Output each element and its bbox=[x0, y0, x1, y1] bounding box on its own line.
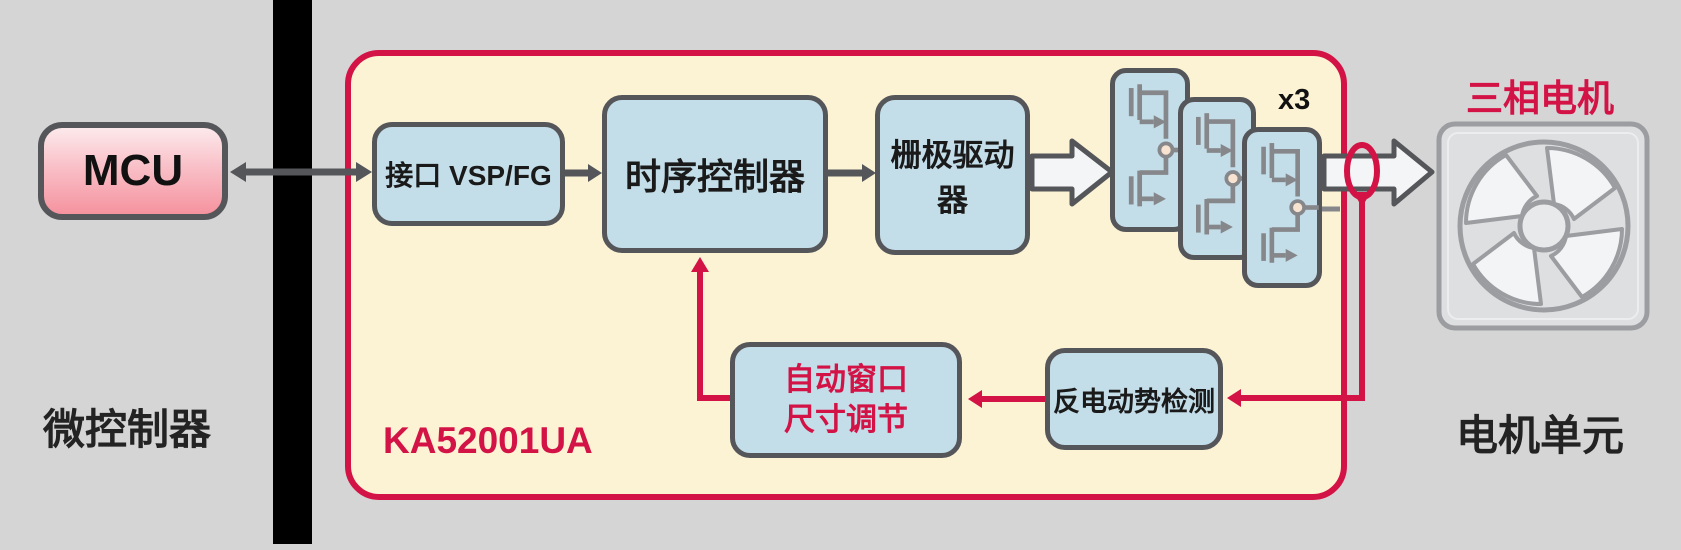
motor-fan-icon bbox=[1436, 121, 1650, 331]
auto-window-block: 自动窗口 尺寸调节 bbox=[730, 342, 962, 458]
interface-block: 接口 VSP/FG bbox=[372, 122, 565, 226]
chip-part-number: KA52001UA bbox=[383, 420, 593, 461]
auto-window-label-line1: 自动窗口 bbox=[784, 362, 908, 397]
mcu-box: MCU bbox=[38, 122, 228, 220]
timing-controller-block: 时序控制器 bbox=[602, 95, 828, 253]
bemf-detection-block: 反电动势检测 bbox=[1045, 348, 1223, 450]
auto-window-label-line2: 尺寸调节 bbox=[784, 402, 908, 437]
bemf-detection-label: 反电动势检测 bbox=[1053, 386, 1215, 417]
three-phase-motor-title: 三相电机 bbox=[1466, 78, 1614, 119]
half-bridge-block-3 bbox=[1242, 127, 1322, 288]
gate-driver-block: 栅极驱动器 bbox=[875, 95, 1030, 255]
microcontroller-caption: 微控制器 bbox=[42, 406, 211, 453]
motor-sense-loop bbox=[1344, 142, 1380, 207]
mcu-label: MCU bbox=[82, 146, 184, 195]
separator-bar bbox=[273, 0, 312, 544]
gate-driver-label: 栅极驱动器 bbox=[890, 138, 1015, 218]
half-bridge-icon bbox=[1196, 113, 1255, 235]
interface-label: 接口 VSP/FG bbox=[385, 160, 552, 191]
half-bridge-icon bbox=[1261, 143, 1319, 263]
timing-controller-label: 时序控制器 bbox=[624, 156, 805, 197]
motor-unit-caption: 电机单元 bbox=[1455, 412, 1624, 459]
half-bridge-count-label: x3 bbox=[1278, 84, 1311, 116]
